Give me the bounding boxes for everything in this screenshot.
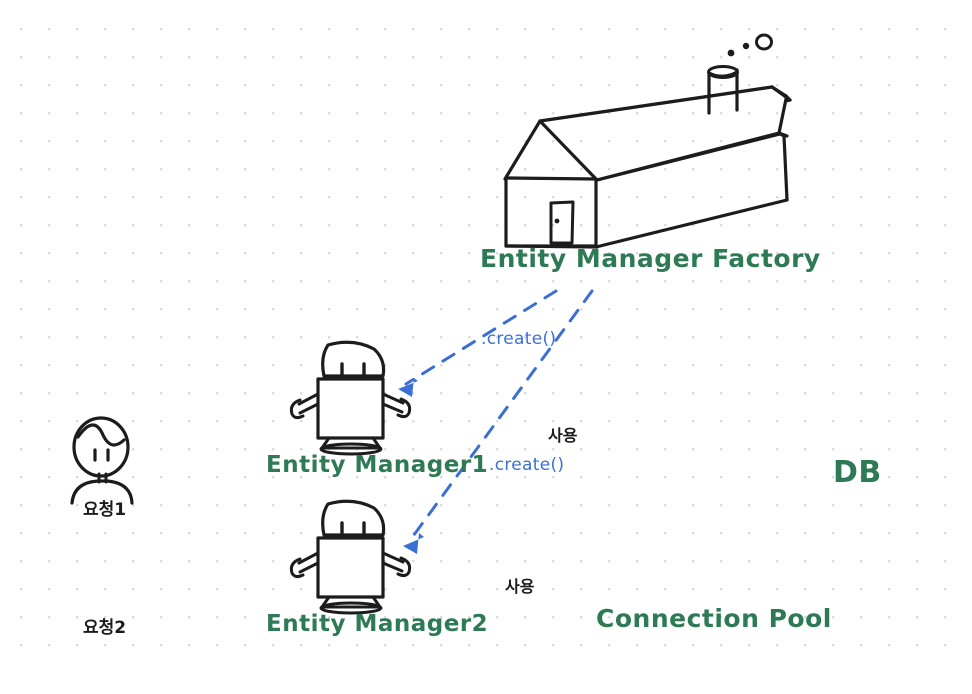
create-arrow-1 (398, 289, 558, 397)
smoke-puff-icon (727, 33, 773, 57)
person-figure-icon-1 (70, 416, 134, 505)
requester-1-label: 요청1 (83, 500, 127, 520)
database-label: DB (833, 455, 882, 490)
factory-label: Entity Manager Factory (480, 244, 821, 273)
entity-manager-1-label: Entity Manager1 (266, 452, 489, 478)
requester-2-label: 요청2 (83, 618, 127, 638)
create-edge-label-1: .create() (481, 329, 557, 349)
connection-pool-label: Connection Pool (596, 604, 832, 633)
use-edge-label-2: 사용 (505, 577, 535, 596)
robot-figure-icon-1 (289, 340, 412, 456)
robot-figure-icon-2 (289, 499, 412, 615)
create-arrow-2 (403, 289, 594, 554)
dotted-canvas (20, 28, 952, 666)
factory-building-icon (503, 65, 792, 249)
create-edge-label-2: .create() (489, 455, 565, 475)
entity-manager-2-label: Entity Manager2 (266, 611, 489, 637)
use-edge-label-1: 사용 (548, 426, 578, 445)
